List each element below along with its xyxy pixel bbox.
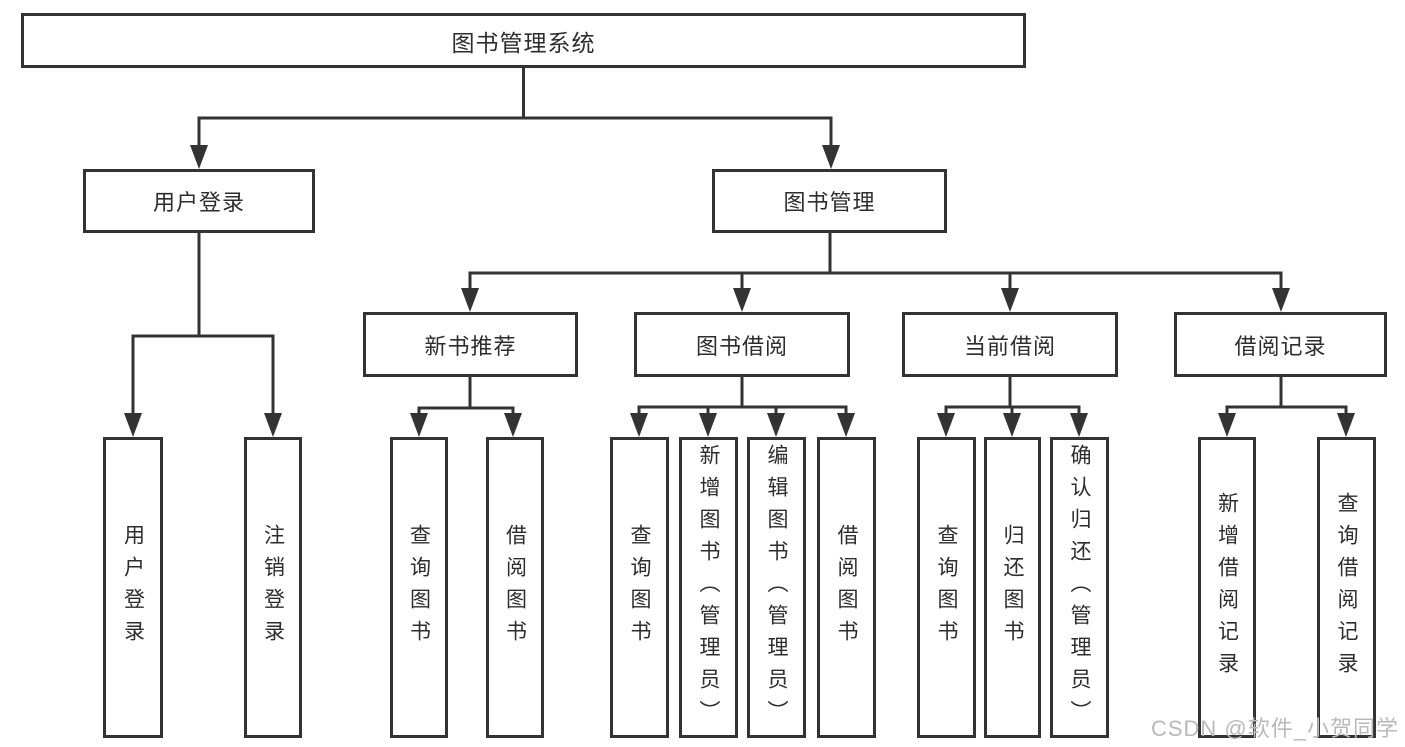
leaf-logout-label: 注销登录 <box>261 523 285 652</box>
leaf-query-borrow-record: 查询借阅记录 <box>1317 437 1376 738</box>
leaf-query-borrow-record-label: 查询借阅记录 <box>1335 491 1358 684</box>
node-new-book-recommend: 新书推荐 <box>363 312 578 377</box>
leaf-add-books-admin-label: 新增图书（管理员） <box>697 443 720 732</box>
leaf-confirm-return-admin-label: 确认归还（管理员） <box>1068 443 1091 732</box>
leaf-borrow-books-label: 借阅图书 <box>835 523 858 652</box>
leaf-add-books-admin: 新增图书（管理员） <box>679 437 738 738</box>
node-root-system: 图书管理系统 <box>21 13 1026 68</box>
leaf-borrow-books-recommend-label: 借阅图书 <box>503 523 527 652</box>
leaf-user-login-label: 用户登录 <box>121 523 145 652</box>
leaf-query-books-current-label: 查询图书 <box>935 523 958 652</box>
leaf-confirm-return-admin: 确认归还（管理员） <box>1050 437 1109 738</box>
leaf-query-books-recommend-label: 查询图书 <box>407 523 431 652</box>
node-book-borrow-label: 图书借阅 <box>695 333 788 359</box>
leaf-return-books-label: 归还图书 <box>1001 523 1024 652</box>
connector-arrowheads <box>124 145 1355 437</box>
leaf-edit-books-admin: 编辑图书（管理员） <box>747 437 806 738</box>
node-book-management-label: 图书管理 <box>783 190 876 215</box>
node-root-label: 图书管理系统 <box>451 29 596 56</box>
leaf-query-books-borrow: 查询图书 <box>610 437 669 738</box>
node-current-borrow: 当前借阅 <box>902 312 1118 377</box>
leaf-borrow-books: 借阅图书 <box>817 437 876 738</box>
leaf-return-books: 归还图书 <box>984 437 1041 738</box>
leaf-add-borrow-record-label: 新增借阅记录 <box>1215 491 1239 684</box>
leaf-query-books-borrow-label: 查询图书 <box>628 523 651 652</box>
node-user-login-label: 用户登录 <box>152 190 245 215</box>
node-borrow-records: 借阅记录 <box>1174 312 1387 377</box>
leaf-borrow-books-recommend: 借阅图书 <box>486 437 544 738</box>
leaf-user-login: 用户登录 <box>103 437 163 738</box>
node-borrow-records-label: 借阅记录 <box>1234 333 1327 359</box>
leaf-logout: 注销登录 <box>244 437 302 738</box>
node-current-borrow-label: 当前借阅 <box>963 333 1056 359</box>
node-new-book-recommend-label: 新书推荐 <box>424 333 517 359</box>
leaf-edit-books-admin-label: 编辑图书（管理员） <box>765 443 788 732</box>
leaf-add-borrow-record: 新增借阅记录 <box>1198 437 1256 738</box>
node-book-borrow: 图书借阅 <box>634 312 850 377</box>
leaf-query-books-current: 查询图书 <box>917 437 976 738</box>
node-user-login: 用户登录 <box>83 169 315 233</box>
node-book-management: 图书管理 <box>712 169 947 233</box>
leaf-query-books-recommend: 查询图书 <box>390 437 448 738</box>
